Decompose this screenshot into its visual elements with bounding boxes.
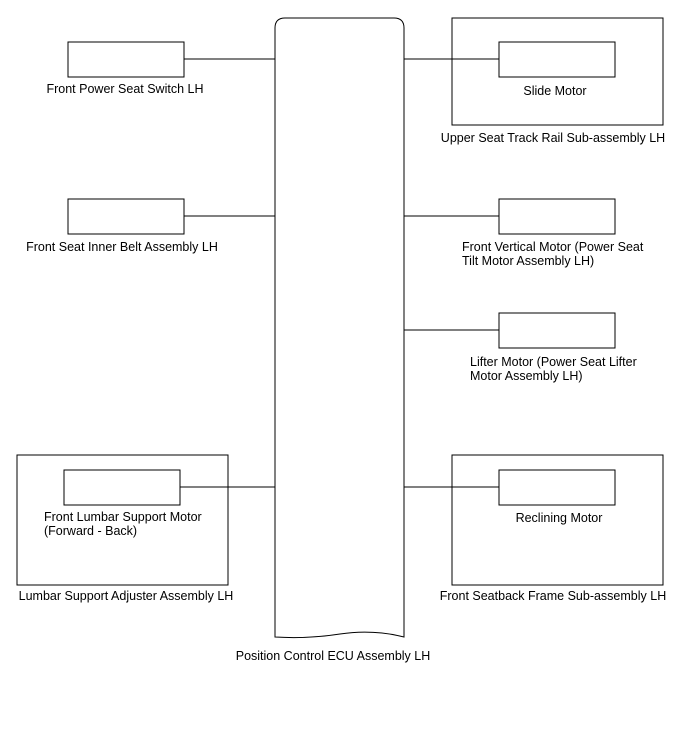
slide-motor-box [498,41,616,78]
upper-seat-track-rail-group: Slide Motor Upper Seat Track Rail Sub-as… [404,17,665,145]
front-seat-inner-belt: Front Seat Inner Belt Assembly LH [26,198,275,254]
seat-switch-box [67,41,185,78]
front-seatback-frame-group: Reclining Motor Front Seatback Frame Sub… [404,454,666,603]
inner-belt-label: Front Seat Inner Belt Assembly LH [26,240,218,254]
reclining-motor-label: Reclining Motor [516,511,603,525]
ecu-label: Position Control ECU Assembly LH [236,649,431,663]
front-vertical-motor: Front Vertical Motor (Power Seat Tilt Mo… [404,198,644,268]
lumbar-motor-box [63,469,181,506]
vertical-motor-label-line2: Tilt Motor Assembly LH) [462,254,594,268]
ecu-body [274,17,405,639]
lifter-motor: Lifter Motor (Power Seat Lifter Motor As… [404,312,637,383]
seatback-group-label: Front Seatback Frame Sub-assembly LH [440,589,666,603]
seat-switch-label: Front Power Seat Switch LH [46,82,203,96]
lifter-motor-box [498,312,616,349]
lumbar-motor-label-line1: Front Lumbar Support Motor [44,510,202,524]
lumbar-group-label: Lumbar Support Adjuster Assembly LH [19,589,234,603]
lumbar-support-adjuster-group: Front Lumbar Support Motor (Forward - Ba… [16,454,275,603]
ecu-assembly: Position Control ECU Assembly LH [236,17,431,663]
reclining-motor-box [498,469,616,506]
lifter-motor-label-line2: Motor Assembly LH) [470,369,583,383]
vertical-motor-box [498,198,616,235]
lifter-motor-label-line1: Lifter Motor (Power Seat Lifter [470,355,637,369]
slide-motor-label: Slide Motor [523,84,586,98]
lumbar-motor-label-line2: (Forward - Back) [44,524,137,538]
front-power-seat-switch: Front Power Seat Switch LH [46,41,275,96]
track-group-label: Upper Seat Track Rail Sub-assembly LH [441,131,665,145]
vertical-motor-label-line1: Front Vertical Motor (Power Seat [462,240,644,254]
inner-belt-box [67,198,185,235]
